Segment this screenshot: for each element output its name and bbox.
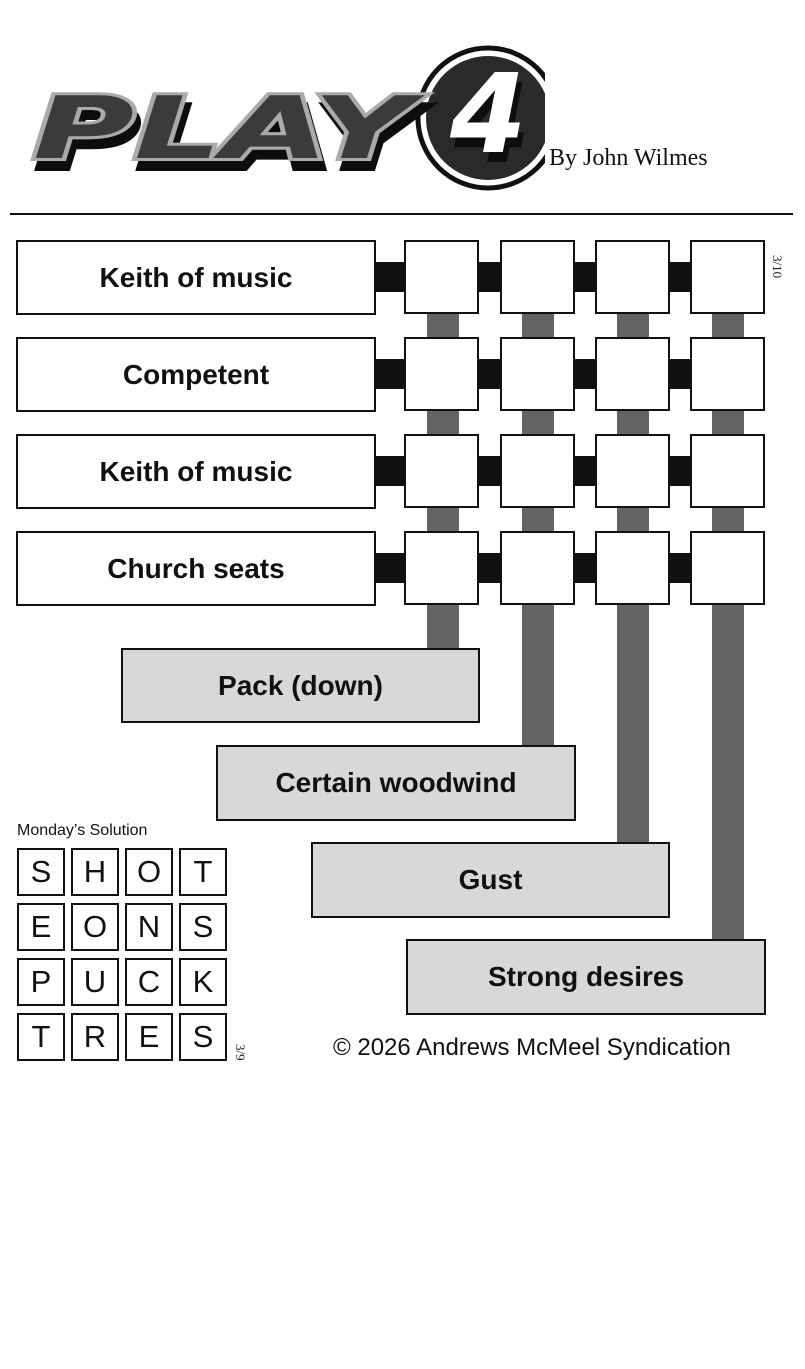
- answer-square-r2c4[interactable]: [690, 337, 765, 411]
- across-clue-1: Keith of music: [16, 240, 376, 315]
- byline: By John Wilmes: [549, 145, 708, 171]
- down-clue-3: Gust: [311, 842, 670, 918]
- solution-cell: S: [179, 1013, 227, 1061]
- solution-date-code: 3/9: [233, 1044, 248, 1061]
- solution-cell: N: [125, 903, 173, 951]
- solution-cell: E: [17, 903, 65, 951]
- down-clue-1: Pack (down): [121, 648, 480, 723]
- across-clue-3: Keith of music: [16, 434, 376, 509]
- across-clue-2: Competent: [16, 337, 376, 412]
- answer-square-r1c3[interactable]: [595, 240, 670, 314]
- down-clue-2: Certain woodwind: [216, 745, 576, 821]
- answer-square-r1c1[interactable]: [404, 240, 479, 314]
- solution-cell: O: [125, 848, 173, 896]
- solution-cell: O: [71, 903, 119, 951]
- answer-square-r2c1[interactable]: [404, 337, 479, 411]
- answer-square-r3c4[interactable]: [690, 434, 765, 508]
- svg-text:4: 4: [449, 50, 527, 178]
- across-clue-4: Church seats: [16, 531, 376, 606]
- solution-title: Monday’s Solution: [17, 822, 148, 839]
- solution-cell: C: [125, 958, 173, 1006]
- solution-cell: S: [17, 848, 65, 896]
- solution-cell: U: [71, 958, 119, 1006]
- solution-cell: T: [179, 848, 227, 896]
- answer-square-r4c3[interactable]: [595, 531, 670, 605]
- answer-square-r3c2[interactable]: [500, 434, 575, 508]
- copyright: © 2026 Andrews McMeel Syndication: [333, 1034, 731, 1061]
- divider: [10, 213, 793, 215]
- answer-square-r4c2[interactable]: [500, 531, 575, 605]
- solution-cell: T: [17, 1013, 65, 1061]
- solution-cell: P: [17, 958, 65, 1006]
- answer-square-r2c3[interactable]: [595, 337, 670, 411]
- answer-square-r3c3[interactable]: [595, 434, 670, 508]
- solution-cell: E: [125, 1013, 173, 1061]
- solution-cell: S: [179, 903, 227, 951]
- svg-text:PLAY: PLAY: [33, 79, 425, 179]
- logo: 4 PLAY: [25, 40, 561, 200]
- answer-square-r4c1[interactable]: [404, 531, 479, 605]
- answer-square-r1c4[interactable]: [690, 240, 765, 314]
- down-clue-4: Strong desires: [406, 939, 766, 1015]
- solution-cell: R: [71, 1013, 119, 1061]
- solution-cell: H: [71, 848, 119, 896]
- solution-cell: K: [179, 958, 227, 1006]
- answer-square-r2c2[interactable]: [500, 337, 575, 411]
- answer-square-r3c1[interactable]: [404, 434, 479, 508]
- answer-square-r1c2[interactable]: [500, 240, 575, 314]
- answer-square-r4c4[interactable]: [690, 531, 765, 605]
- puzzle-date-code: 3/10: [770, 255, 785, 279]
